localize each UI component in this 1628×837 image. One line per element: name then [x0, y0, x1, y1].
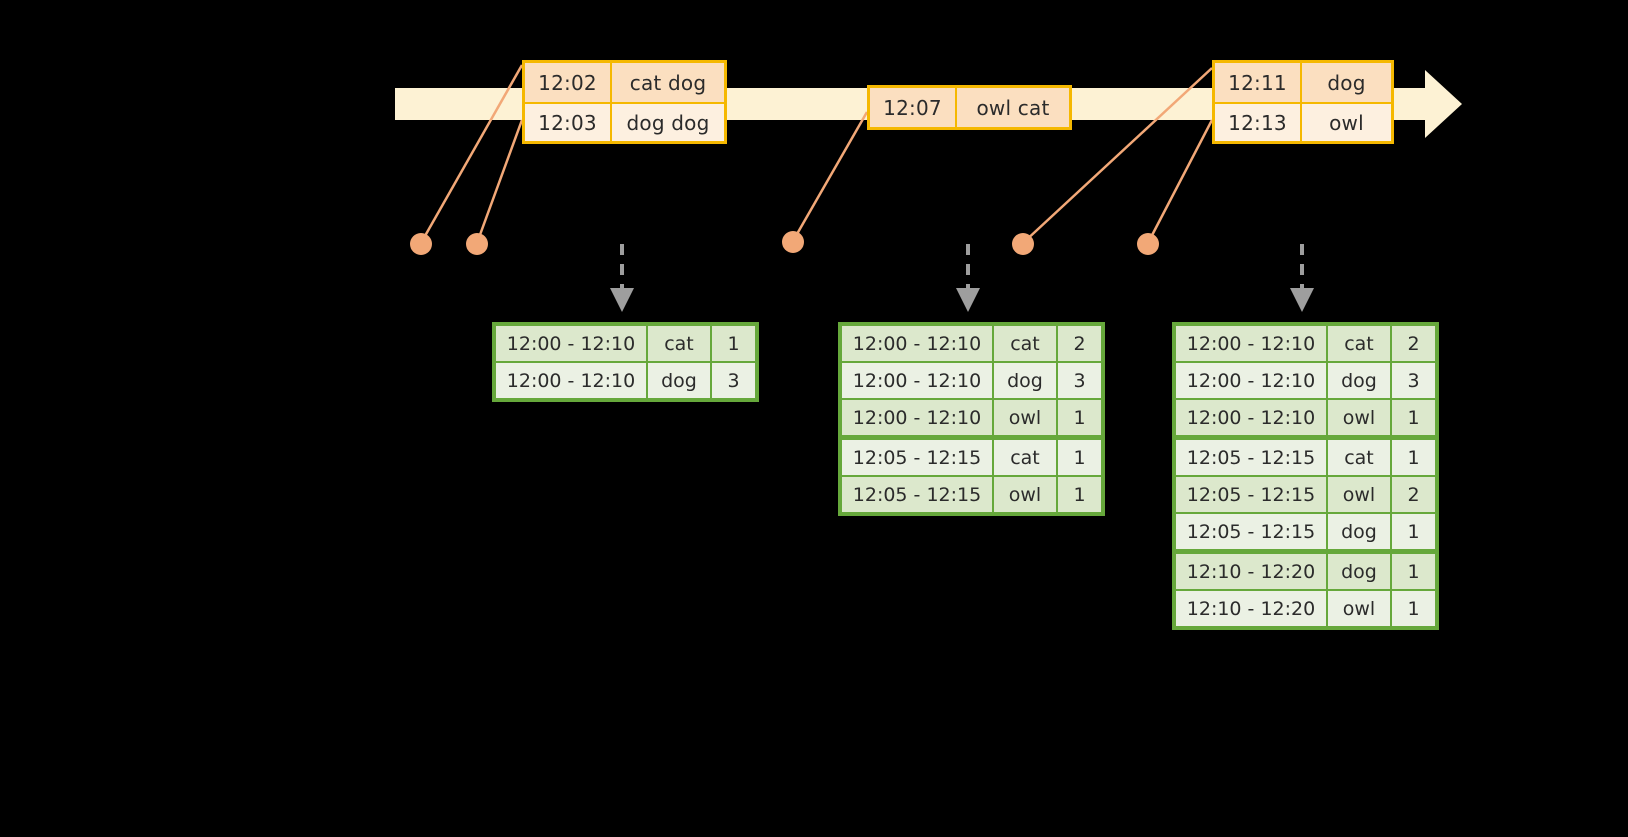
cell-key: dog: [994, 363, 1056, 398]
event-time: 12:11: [1215, 63, 1302, 102]
cell-key: cat: [994, 326, 1056, 361]
cell-window: 12:05 - 12:15: [1176, 514, 1326, 549]
cell-count: 1: [1392, 400, 1435, 435]
flow-arrow-heads: [610, 288, 1314, 312]
cell-key: owl: [994, 400, 1056, 435]
cell-count: 2: [1392, 477, 1435, 512]
cell-window: 12:10 - 12:20: [1176, 591, 1326, 626]
cell-key: dog: [1328, 363, 1390, 398]
cell-window: 12:10 - 12:20: [1176, 554, 1326, 589]
cell-window: 12:00 - 12:10: [842, 326, 992, 361]
cell-count: 1: [1058, 477, 1101, 512]
flow-arrows: [620, 244, 1304, 292]
cell-count: 2: [1392, 326, 1435, 361]
event-group-3: 12:11 dog 12:13 owl: [1212, 60, 1394, 144]
event-time: 12:07: [870, 88, 957, 127]
cell-count: 1: [1392, 554, 1435, 589]
cell-window: 12:00 - 12:10: [496, 326, 646, 361]
event-row: 12:02 cat dog: [525, 63, 724, 102]
cell-key: owl: [994, 477, 1056, 512]
cell-count: 1: [1058, 440, 1101, 475]
cell-window: 12:00 - 12:10: [842, 363, 992, 398]
cell-key: dog: [1328, 554, 1390, 589]
cell-window: 12:05 - 12:15: [842, 440, 992, 475]
cell-key: owl: [1328, 591, 1390, 626]
connector-dot-1: [410, 233, 432, 255]
event-time: 12:03: [525, 104, 612, 141]
cell-count: 1: [1058, 400, 1101, 435]
cell-key: owl: [1328, 400, 1390, 435]
cell-window: 12:00 - 12:10: [1176, 326, 1326, 361]
event-row: 12:03 dog dog: [525, 102, 724, 141]
connector-dot-5: [1137, 233, 1159, 255]
cell-key: cat: [1328, 440, 1390, 475]
cell-window: 12:05 - 12:15: [842, 477, 992, 512]
event-payload: dog: [1302, 63, 1391, 102]
cell-key: dog: [1328, 514, 1390, 549]
event-row: 12:13 owl: [1215, 102, 1391, 141]
connector-dot-3: [782, 231, 804, 253]
cell-count: 3: [712, 363, 755, 398]
event-row: 12:11 dog: [1215, 63, 1391, 102]
event-time: 12:02: [525, 63, 612, 102]
cell-window: 12:00 - 12:10: [1176, 400, 1326, 435]
cell-count: 2: [1058, 326, 1101, 361]
event-row: 12:07 owl cat: [870, 88, 1069, 127]
event-time: 12:13: [1215, 104, 1302, 141]
event-payload: owl: [1302, 104, 1391, 141]
cell-key: cat: [994, 440, 1056, 475]
event-payload: cat dog: [612, 63, 724, 102]
cell-window: 12:00 - 12:10: [1176, 363, 1326, 398]
event-payload: dog dog: [612, 104, 724, 141]
cell-key: cat: [1328, 326, 1390, 361]
event-group-1: 12:02 cat dog 12:03 dog dog: [522, 60, 727, 144]
cell-count: 1: [1392, 440, 1435, 475]
cell-window: 12:00 - 12:10: [842, 400, 992, 435]
event-payload: owl cat: [957, 88, 1069, 127]
connector-dot-4: [1012, 233, 1034, 255]
cell-count: 3: [1058, 363, 1101, 398]
cell-window: 12:05 - 12:15: [1176, 477, 1326, 512]
cell-count: 1: [712, 326, 755, 361]
cell-count: 1: [1392, 591, 1435, 626]
connector-dot-2: [466, 233, 488, 255]
cell-count: 3: [1392, 363, 1435, 398]
cell-window: 12:05 - 12:15: [1176, 440, 1326, 475]
cell-window: 12:00 - 12:10: [496, 363, 646, 398]
cell-key: cat: [648, 326, 710, 361]
cell-key: dog: [648, 363, 710, 398]
cell-key: owl: [1328, 477, 1390, 512]
event-group-2: 12:07 owl cat: [867, 85, 1072, 130]
cell-count: 1: [1392, 514, 1435, 549]
